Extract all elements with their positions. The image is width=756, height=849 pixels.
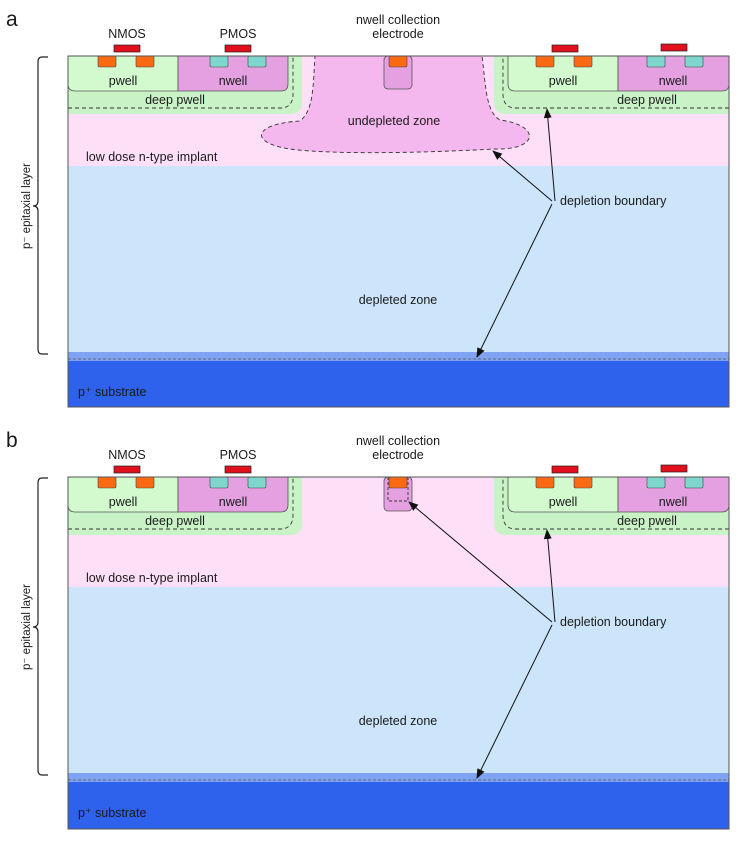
depleted-zone-region — [68, 587, 729, 776]
contact-n-plus — [97, 476, 117, 489]
deep-pwell-left-label: deep pwell — [145, 514, 205, 528]
arrow-to-electrode — [408, 501, 553, 623]
panel-a: a — [6, 8, 730, 408]
deep-pwell-right-label: deep pwell — [617, 93, 677, 107]
pmos-label: PMOS — [220, 27, 257, 41]
nmos-label: NMOS — [108, 27, 146, 41]
chip-outline — [67, 55, 730, 408]
pwell-left-label: pwell — [109, 74, 138, 88]
nwell-left-label: nwell — [219, 74, 248, 88]
panel-letter: a — [6, 8, 18, 31]
contact-n-plus — [135, 55, 155, 68]
nmos-label: NMOS — [108, 448, 146, 462]
epi-layer-brace — [32, 477, 48, 776]
gate-nmos-right — [551, 465, 579, 474]
contact-p-plus — [684, 55, 704, 68]
contact-p-plus — [209, 55, 229, 68]
implant-label: low dose n-type implant — [86, 150, 218, 164]
electrode-contact — [388, 55, 408, 68]
gate-pmos-right — [660, 43, 688, 52]
electrode-label-line2: electrode — [372, 448, 423, 462]
panel-b: b p⁻ epitaxial layer — [6, 429, 730, 830]
gate-nmos-right — [551, 44, 579, 53]
chip-outline — [67, 476, 730, 830]
implant-label: low dose n-type implant — [86, 571, 218, 585]
panel-letter: b — [6, 429, 18, 452]
gate-pmos-left — [224, 44, 252, 53]
deep-pwell-left-label: deep pwell — [145, 93, 205, 107]
depleted-zone-region — [68, 166, 729, 355]
contact-n-plus — [573, 476, 593, 489]
depletion-boundary-left — [68, 477, 294, 530]
contact-n-plus — [573, 55, 593, 68]
electrode-contact — [388, 476, 408, 489]
substrate-transition — [68, 352, 729, 361]
p-substrate-region — [68, 782, 729, 829]
contact-p-plus — [684, 476, 704, 489]
contact-n-plus — [535, 476, 555, 489]
deep-pwell-right-label: deep pwell — [617, 514, 677, 528]
electrode-label-line1: nwell collection — [356, 434, 440, 448]
depleted-zone-label: depleted zone — [359, 293, 438, 307]
contact-p-plus — [247, 55, 267, 68]
gate-nmos-left — [113, 44, 141, 53]
depletion-boundary-right — [502, 56, 729, 109]
contact-n-plus — [535, 55, 555, 68]
epi-layer-brace — [32, 56, 48, 355]
nwell-right-label: nwell — [659, 74, 688, 88]
substrate-label: p⁺ substrate — [78, 385, 146, 399]
gate-pmos-right — [660, 464, 688, 473]
epi-layer-label: p⁻ epitaxial layer — [21, 584, 33, 670]
electrode-depletion-boundary — [387, 477, 409, 502]
contact-n-plus — [97, 55, 117, 68]
gate-pmos-left — [224, 465, 252, 474]
substrate-transition — [68, 773, 729, 782]
nwell-left-label: nwell — [219, 495, 248, 509]
pwell-right-label: pwell — [549, 74, 578, 88]
contact-p-plus — [646, 476, 666, 489]
undepleted-zone-label: undepleted zone — [348, 114, 440, 128]
pmos-label: PMOS — [220, 448, 257, 462]
arrow-to-substrate — [476, 624, 553, 779]
electrode-label-line1: nwell collection — [356, 13, 440, 27]
undepleted-zone — [261, 55, 530, 154]
substrate-label: p⁺ substrate — [78, 806, 146, 820]
contact-n-plus — [135, 476, 155, 489]
epi-layer-label: p⁻ epitaxial layer — [21, 163, 33, 249]
gate-nmos-left — [113, 465, 141, 474]
arrow-to-substrate — [476, 203, 553, 358]
contact-p-plus — [209, 476, 229, 489]
electrode-label-line2: electrode — [372, 27, 423, 41]
pwell-right-label: pwell — [549, 495, 578, 509]
depletion-boundary-left — [68, 56, 294, 109]
contact-p-plus — [247, 476, 267, 489]
nwell-right-label: nwell — [659, 495, 688, 509]
depletion-boundary-right — [502, 477, 729, 530]
contact-p-plus — [646, 55, 666, 68]
depletion-boundary-label: depletion boundary — [560, 194, 667, 208]
arrow-to-deep-pwell — [543, 108, 556, 202]
arrow-to-deep-pwell — [543, 529, 556, 623]
p-substrate-region — [68, 361, 729, 407]
depletion-boundary-label: depletion boundary — [560, 615, 667, 629]
pwell-left-label: pwell — [109, 495, 138, 509]
arrow-to-undepleted — [492, 150, 553, 202]
depleted-zone-label: depleted zone — [359, 714, 438, 728]
